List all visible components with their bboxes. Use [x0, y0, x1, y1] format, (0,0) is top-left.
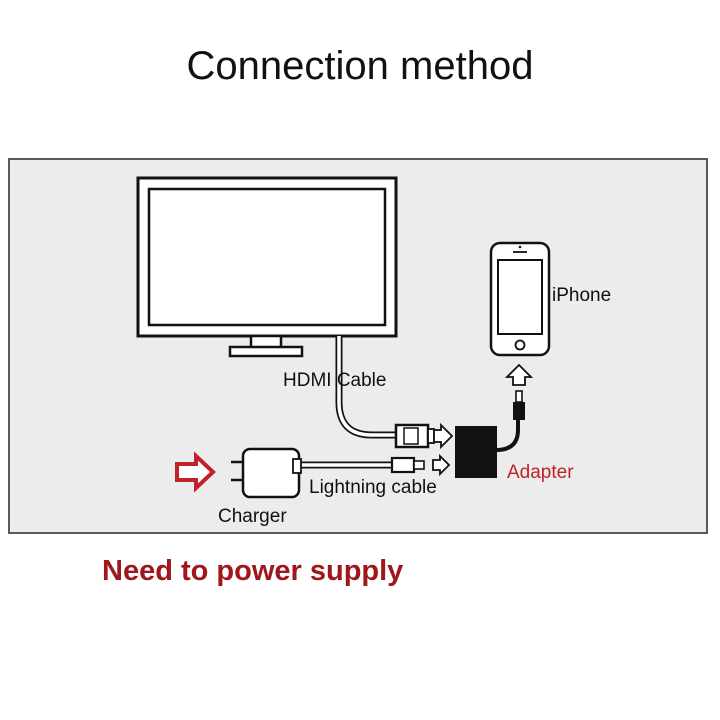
- adapter-icon: [455, 390, 525, 478]
- power-supply-note: Need to power supply: [102, 555, 404, 587]
- arrow-right-icon: [432, 453, 451, 477]
- tv-monitor-icon: [136, 176, 398, 358]
- iphone-label: iPhone: [552, 285, 612, 306]
- lightning-cable-label: Lightning cable: [309, 477, 437, 498]
- iphone-icon: [489, 241, 551, 357]
- adapter-label: Adapter: [507, 462, 574, 483]
- page-title: Connection method: [186, 44, 534, 88]
- power-arrow-icon: [175, 451, 216, 493]
- hdmi-cable-label: HDMI Cable: [283, 370, 387, 391]
- lightning-cable: [300, 456, 425, 474]
- arrow-right-icon: [433, 422, 454, 450]
- charger-icon: [231, 447, 302, 499]
- arrow-up-icon: [504, 363, 534, 386]
- charger-label: Charger: [218, 506, 287, 527]
